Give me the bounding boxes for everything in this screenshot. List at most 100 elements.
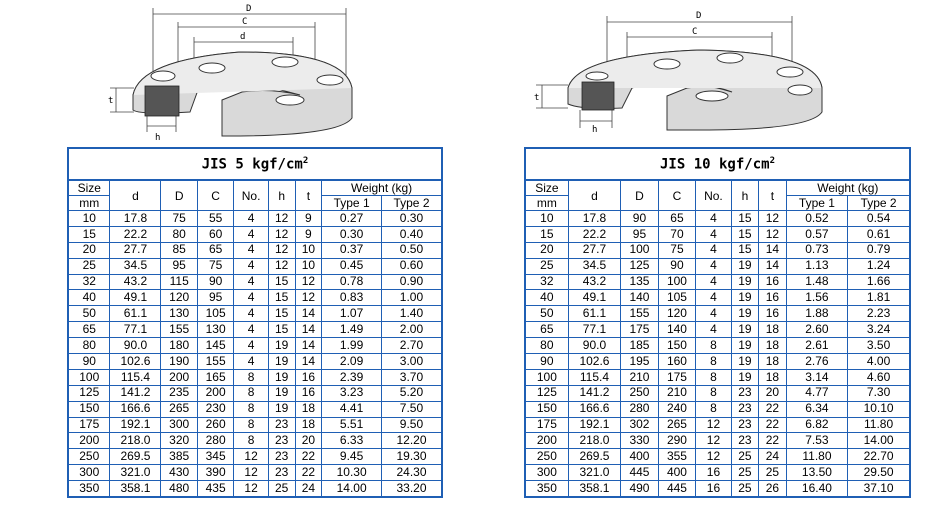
dim-label-D: D: [696, 11, 701, 21]
table-cell: 4: [233, 305, 269, 323]
table-cell: 15: [524, 225, 569, 243]
table-cell: 18: [294, 416, 323, 434]
table-cell: 49.1: [567, 289, 622, 307]
jis10-title: JIS 10 kgf/cm: [660, 156, 770, 173]
table-cell: 16: [695, 480, 732, 498]
table-cell: 3.23: [321, 384, 382, 402]
table-cell: 218.0: [109, 432, 162, 450]
table-cell: 192.1: [109, 416, 162, 434]
table-cell: 14: [294, 305, 323, 323]
table-cell: 26: [758, 480, 787, 498]
table-cell: 15: [267, 305, 296, 323]
table-cell: 290: [657, 432, 697, 450]
dim-label-h: h: [592, 125, 597, 135]
table-cell: 85: [160, 241, 198, 259]
table-cell: 3.50: [847, 337, 911, 355]
table-cell: 16.40: [785, 480, 849, 498]
table-cell: 135: [620, 273, 659, 291]
table-cell: 18: [758, 353, 787, 370]
header-t: t: [294, 179, 323, 211]
table-cell: 400: [657, 464, 697, 482]
header-C: C: [657, 179, 697, 211]
table-cell: 70: [657, 225, 697, 243]
table-cell: 200: [67, 432, 111, 450]
table-cell: 80: [160, 225, 198, 243]
table-cell: 12: [233, 464, 269, 482]
table-cell: 16: [758, 273, 787, 291]
table-cell: 34.5: [567, 257, 622, 275]
table-cell: 20: [524, 241, 569, 259]
table-cell: 345: [196, 448, 235, 466]
table-cell: 1.48: [785, 273, 849, 291]
table-cell: 140: [657, 321, 697, 339]
table-cell: 12: [695, 416, 732, 434]
table-cell: 95: [160, 257, 198, 275]
table-cell: 160: [657, 353, 697, 370]
table-cell: 40: [524, 289, 569, 307]
table-cell: 90: [196, 273, 235, 291]
table-cell: 9.50: [380, 416, 443, 434]
jis5-table: JIS 5 kgf/cm2 Size d D C No. h t Weight …: [67, 147, 443, 499]
table-cell: 12: [695, 448, 732, 466]
table-cell: 90: [657, 257, 697, 275]
table-cell: 4: [233, 289, 269, 307]
table-cell: 4: [233, 273, 269, 291]
table-cell: 16: [758, 305, 787, 323]
table-cell: 14.00: [321, 480, 382, 498]
table-cell: 90: [67, 353, 111, 370]
table-cell: 65: [196, 241, 235, 259]
table-cell: 125: [524, 384, 569, 402]
table-cell: 150: [67, 400, 111, 418]
table-cell: 27.7: [109, 241, 162, 259]
table-cell: 75: [657, 241, 697, 259]
table-cell: 320: [160, 432, 198, 450]
table-cell: 190: [160, 353, 198, 370]
table-cell: 9: [294, 225, 323, 243]
table-cell: 300: [160, 416, 198, 434]
table-cell: 195: [620, 353, 659, 370]
table-cell: 12: [267, 257, 296, 275]
table-cell: 90.0: [109, 337, 162, 355]
table-cell: 180: [160, 337, 198, 355]
table-cell: 23: [730, 384, 760, 402]
table-cell: 175: [524, 416, 569, 434]
table-cell: 19: [730, 273, 760, 291]
table-cell: 4.00: [847, 353, 911, 370]
table-cell: 19: [730, 368, 760, 386]
table-cell: 265: [160, 400, 198, 418]
table-cell: 390: [196, 464, 235, 482]
table-cell: 125: [620, 257, 659, 275]
table-cell: 18: [758, 368, 787, 386]
table-cell: 90: [524, 353, 569, 370]
table-cell: 150: [657, 337, 697, 355]
jis10-title-cell: JIS 10 kgf/cm2: [525, 148, 910, 181]
table-cell: 22: [294, 464, 323, 482]
table-cell: 12: [294, 289, 323, 307]
table-cell: 430: [160, 464, 198, 482]
table-cell: 210: [620, 368, 659, 386]
table-cell: 61.1: [109, 305, 162, 323]
table-cell: 23: [267, 448, 296, 466]
table-cell: 4: [695, 257, 732, 275]
table-cell: 3.14: [785, 368, 849, 386]
table-cell: 2.61: [785, 337, 849, 355]
table-cell: 22: [758, 400, 787, 418]
table-cell: 8: [233, 384, 269, 402]
table-cell: 25: [67, 257, 111, 275]
table-cell: 14: [758, 241, 787, 259]
table-cell: 250: [524, 448, 569, 466]
table-cell: 235: [160, 384, 198, 402]
table-cell: 11.80: [847, 416, 911, 434]
table-cell: 4: [695, 321, 732, 339]
